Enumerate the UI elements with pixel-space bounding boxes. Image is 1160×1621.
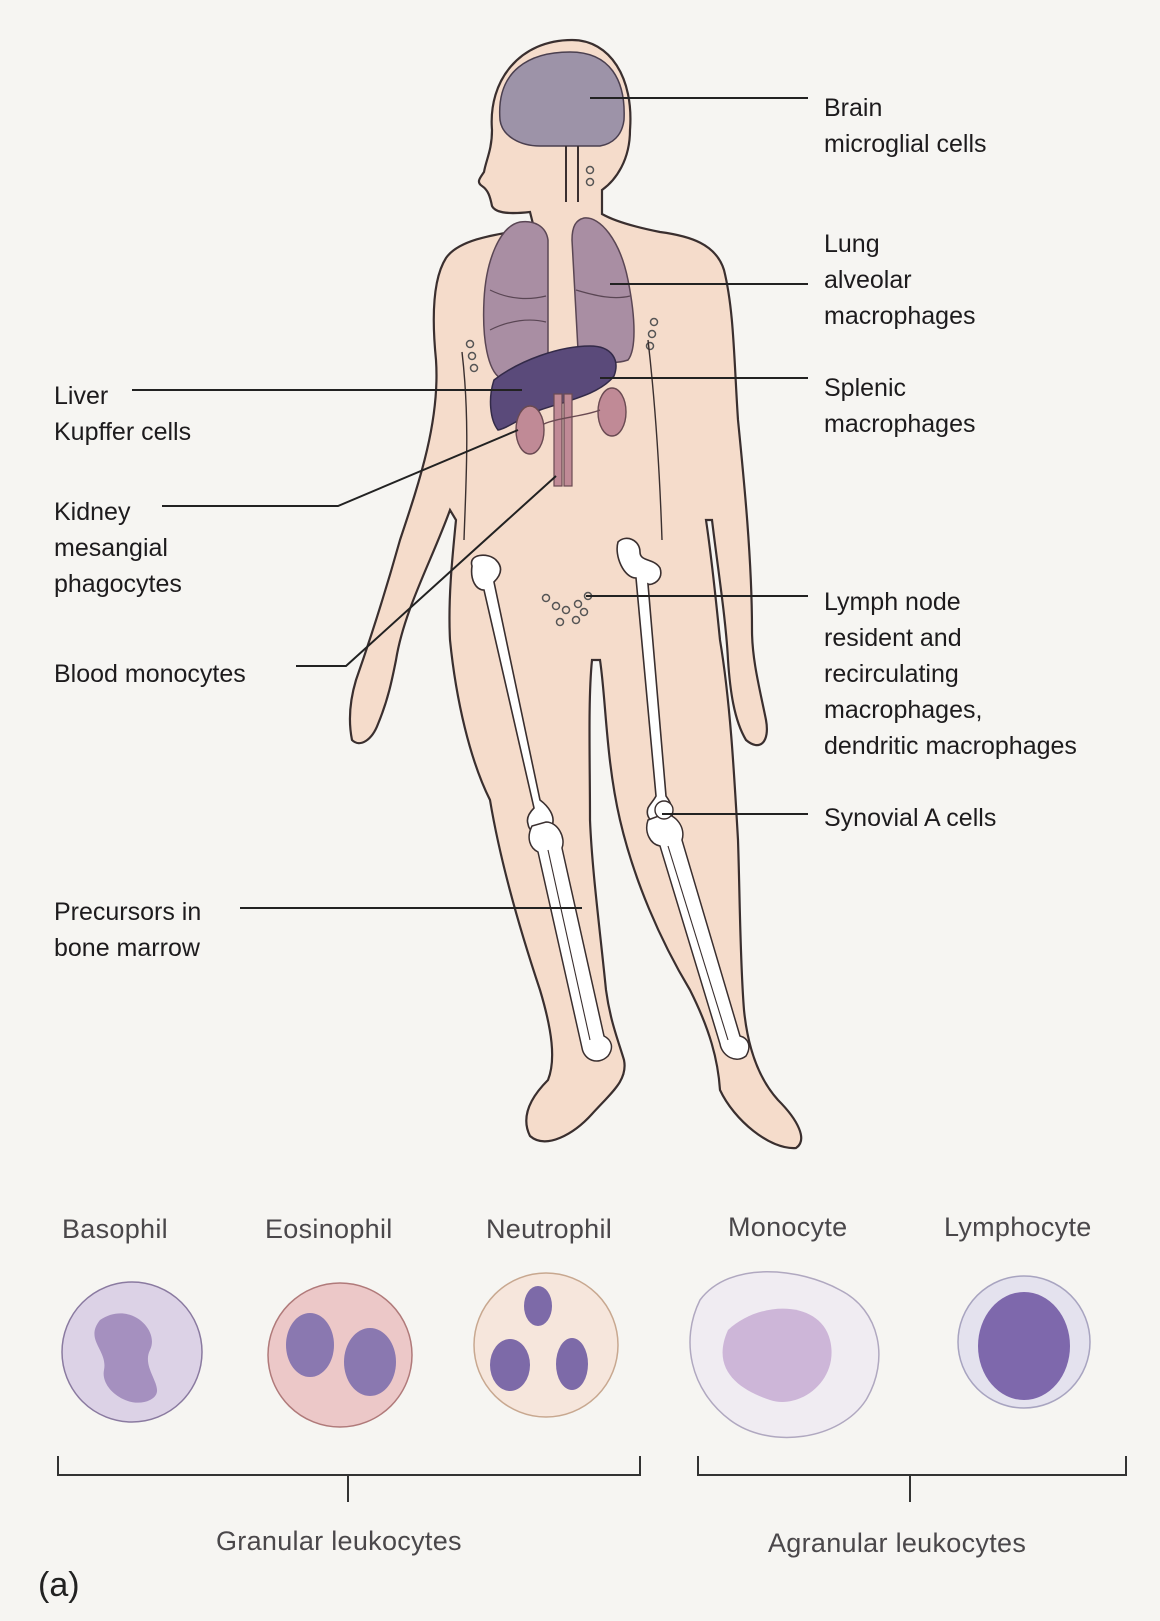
label-precursors-line2: bone marrow — [54, 930, 201, 966]
cell-label-neutrophil: Neutrophil — [486, 1214, 612, 1245]
label-lymph-line2: resident and — [824, 620, 1077, 656]
label-lymph-line1: Lymph node — [824, 584, 1077, 620]
label-precursors: Precursors in bone marrow — [54, 894, 201, 966]
panel-letter: (a) — [38, 1566, 80, 1605]
label-kidney: Kidney mesangial phagocytes — [54, 494, 182, 602]
label-brain: Brain microglial cells — [824, 90, 987, 162]
label-lymph-node: Lymph node resident and recirculating ma… — [824, 584, 1077, 764]
label-liver: Liver Kupffer cells — [54, 378, 191, 450]
label-liver-line2: Kupffer cells — [54, 414, 191, 450]
cell-label-basophil: Basophil — [62, 1214, 168, 1245]
label-splenic-line2: macrophages — [824, 406, 975, 442]
label-lymph-line3: recirculating — [824, 656, 1077, 692]
label-kidney-line1: Kidney — [54, 494, 182, 530]
group-label-agranular: Agranular leukocytes — [768, 1528, 1026, 1559]
label-blood: Blood monocytes — [54, 656, 246, 692]
label-precursors-line1: Precursors in — [54, 894, 201, 930]
lymphocyte-illustration — [958, 1276, 1090, 1408]
eosinophil-illustration — [268, 1283, 412, 1427]
cell-label-monocyte: Monocyte — [728, 1212, 847, 1243]
label-synovial: Synovial A cells — [824, 800, 996, 836]
label-brain-line2: microglial cells — [824, 126, 987, 162]
right-kidney — [598, 388, 626, 436]
label-brain-line1: Brain — [824, 90, 987, 126]
label-lung: Lung alveolar macrophages — [824, 226, 975, 334]
label-lung-line3: macrophages — [824, 298, 975, 334]
group-brackets — [58, 1456, 1126, 1502]
label-kidney-line3: phagocytes — [54, 566, 182, 602]
left-kidney — [516, 406, 544, 454]
label-splenic-line1: Splenic — [824, 370, 975, 406]
cell-label-eosinophil: Eosinophil — [265, 1214, 393, 1245]
label-lung-line1: Lung — [824, 226, 975, 262]
cell-label-lymphocyte: Lymphocyte — [944, 1212, 1092, 1243]
basophil-illustration — [62, 1282, 202, 1422]
monocyte-illustration — [690, 1272, 879, 1438]
label-synovial-line1: Synovial A cells — [824, 800, 996, 836]
neutrophil-illustration — [474, 1273, 618, 1417]
label-blood-line1: Blood monocytes — [54, 656, 246, 692]
label-lung-line2: alveolar — [824, 262, 975, 298]
label-splenic: Splenic macrophages — [824, 370, 975, 442]
label-liver-line1: Liver — [54, 378, 191, 414]
label-kidney-line2: mesangial — [54, 530, 182, 566]
label-lymph-line5: dendritic macrophages — [824, 728, 1077, 764]
label-lymph-line4: macrophages, — [824, 692, 1077, 728]
group-label-granular: Granular leukocytes — [216, 1526, 462, 1557]
